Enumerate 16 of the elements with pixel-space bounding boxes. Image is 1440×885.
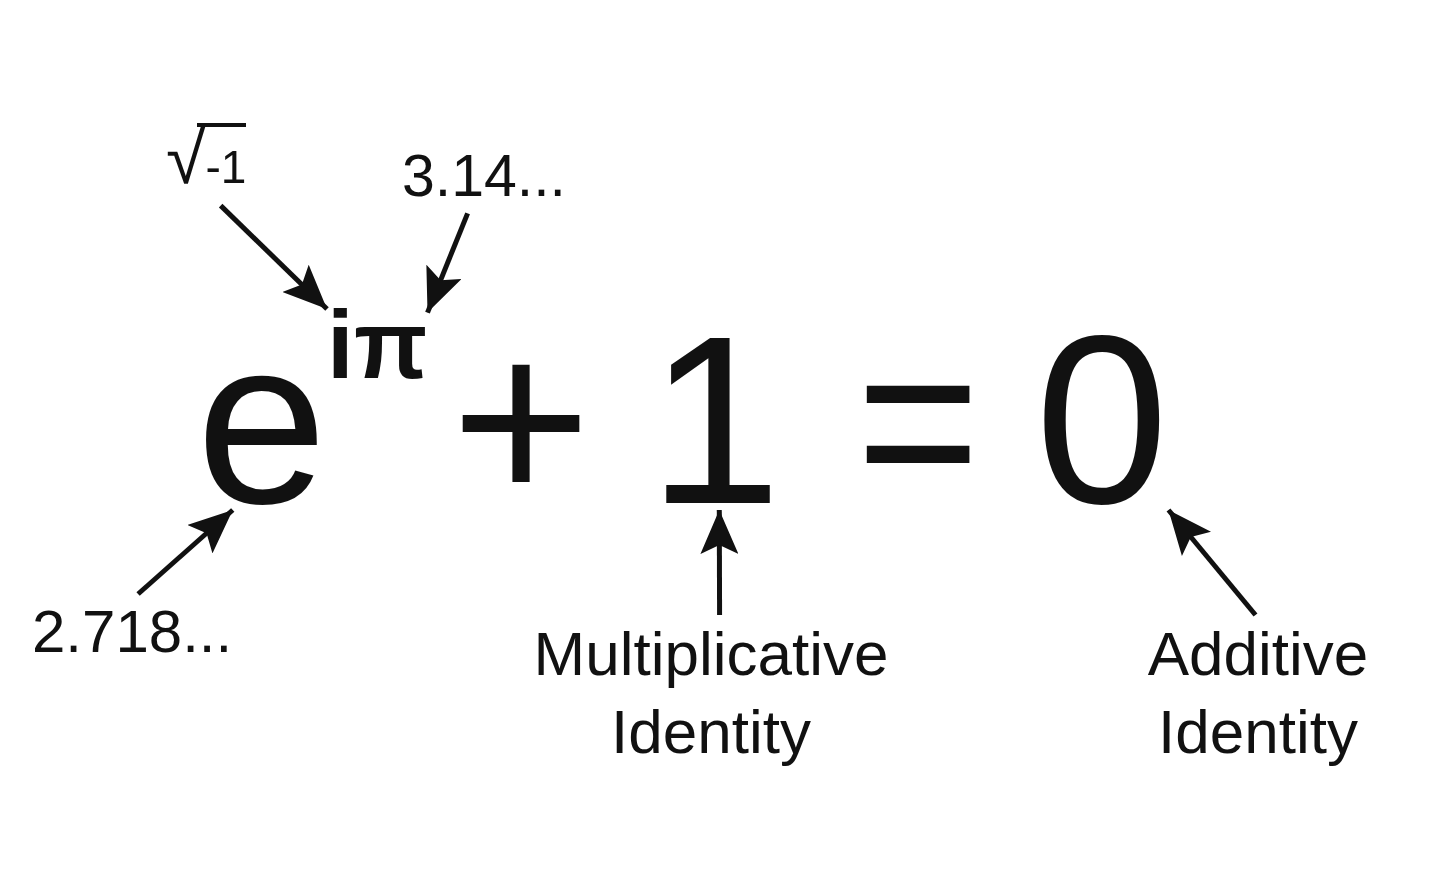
identity-label: Multiplicative Identity <box>516 615 906 772</box>
arrow <box>218 203 329 311</box>
arrow <box>425 212 470 314</box>
arrow <box>700 510 739 615</box>
arrow <box>1166 508 1258 617</box>
equals-sign: = <box>856 330 980 510</box>
value-label: 3.14... <box>402 139 566 214</box>
exponent-letter: i <box>327 309 354 381</box>
value-label: 2.718... <box>32 594 233 670</box>
digit-one: 1 <box>648 330 782 510</box>
digit-zero: 0 <box>1035 330 1169 510</box>
plus-sign: + <box>451 330 592 510</box>
arrow <box>136 508 235 596</box>
identity-label: Additive Identity <box>1133 615 1383 772</box>
base-letter: e <box>196 333 328 510</box>
exponent-symbol: π <box>354 309 428 381</box>
